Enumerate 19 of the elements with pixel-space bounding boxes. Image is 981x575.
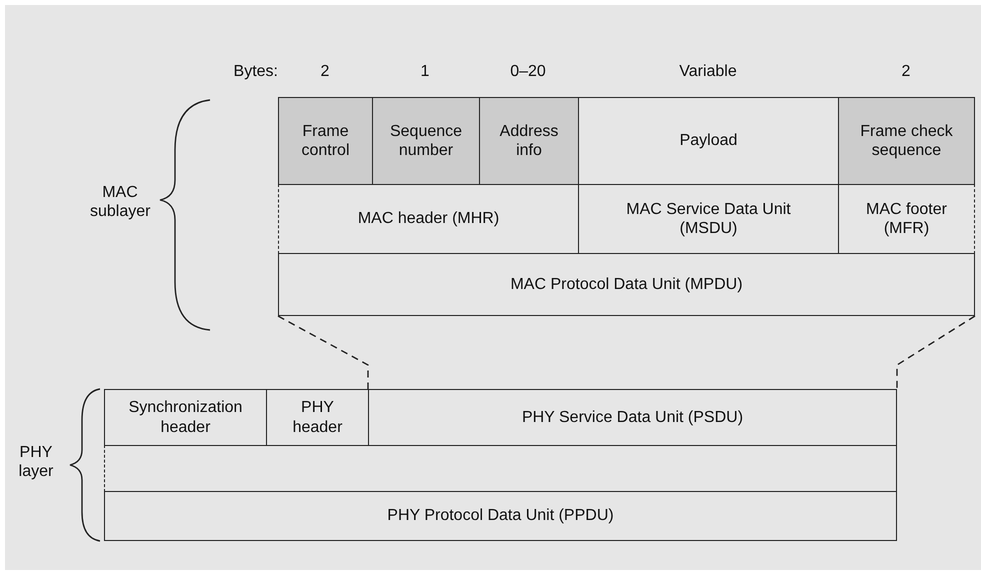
field-box: Address info	[479, 97, 579, 185]
byte-count: 0–20	[510, 62, 546, 82]
byte-count: 1	[420, 62, 430, 82]
field-box: Frame check sequence	[838, 97, 975, 185]
empty-box	[104, 445, 897, 492]
expansion-line	[896, 315, 976, 389]
byte-count: 2	[902, 62, 910, 82]
layer-label: PHY layer	[18, 443, 54, 482]
field-box: Frame control	[278, 97, 373, 185]
field-box: PHY Protocol Data Unit (PPDU)	[104, 491, 897, 541]
byte-count: Variable	[679, 62, 737, 82]
field-box: Synchronization header	[104, 389, 267, 446]
field-box: PHY Service Data Unit (PSDU)	[368, 389, 897, 446]
field-box: MAC Protocol Data Unit (MPDU)	[278, 253, 975, 316]
byte-count: 2	[320, 62, 330, 82]
layer-label: MAC sublayer	[90, 183, 150, 222]
row-label: Bytes:	[234, 62, 278, 82]
field-box: Sequence number	[372, 97, 480, 185]
expansion-line	[278, 315, 369, 389]
